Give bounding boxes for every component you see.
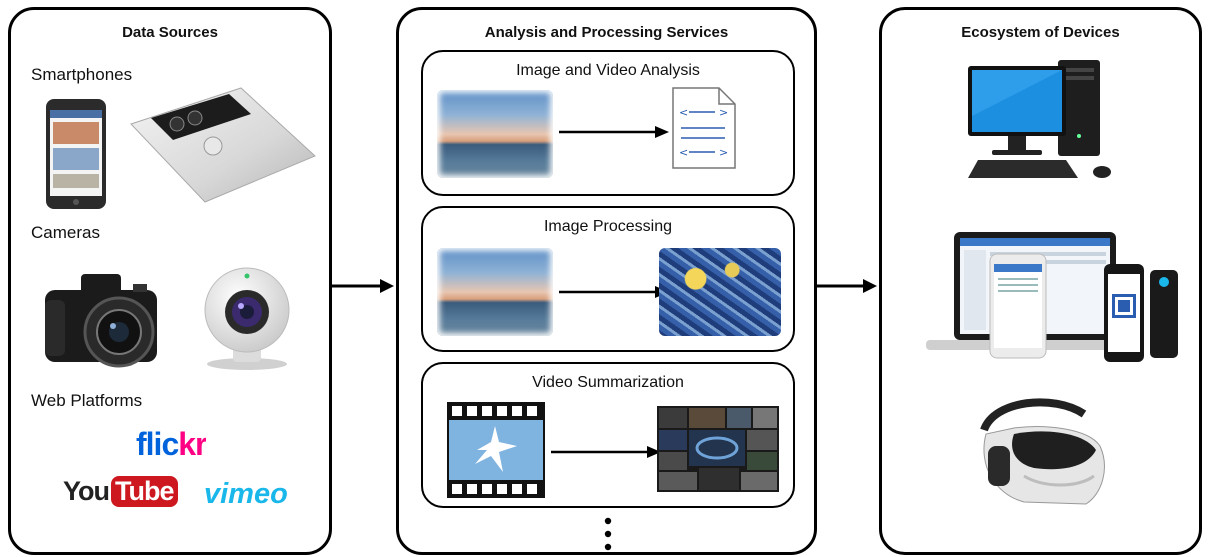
svg-text:<: < xyxy=(679,146,688,159)
svg-text:<: < xyxy=(679,106,688,119)
image-processing-box: Image Processing xyxy=(421,206,795,352)
flickr-logo: flickr xyxy=(136,426,207,463)
smartphone-back-icon xyxy=(130,87,316,203)
svg-text:>: > xyxy=(719,106,728,119)
webcam-icon xyxy=(204,267,290,370)
youtube-logo: You Tube xyxy=(63,476,178,507)
devices-panel: Ecosystem of Devices xyxy=(879,7,1202,555)
youtube-logo-tube: Tube xyxy=(111,476,178,507)
image-video-analysis-label: Image and Video Analysis xyxy=(516,62,700,79)
data-sources-title: Data Sources xyxy=(122,24,218,41)
sunset-photo-icon xyxy=(437,248,553,336)
flickr-logo-text: flickr xyxy=(136,426,207,462)
processing-arrow-icon xyxy=(559,286,669,298)
stylized-painting-icon xyxy=(659,248,781,336)
services-panel: Analysis and Processing Services Image a… xyxy=(396,7,817,555)
web-platforms-label: Web Platforms xyxy=(31,391,143,410)
laptop-and-mobile-devices-icon xyxy=(926,232,1178,362)
summary-arrow-icon xyxy=(551,446,661,458)
video-keyframes-collage-icon xyxy=(657,406,779,492)
desktop-computer-icon xyxy=(968,60,1111,178)
sunset-photo-icon xyxy=(437,90,553,178)
smartphone-front-icon xyxy=(46,99,106,209)
metadata-document-icon: < > < > xyxy=(672,87,736,169)
vimeo-logo-text: vimeo xyxy=(204,478,288,510)
cameras-label: Cameras xyxy=(31,223,100,242)
more-services-ellipsis-icon xyxy=(604,517,612,551)
image-processing-label: Image Processing xyxy=(543,218,673,235)
analysis-arrow-icon xyxy=(559,126,669,138)
video-summarization-box: Video Summarization xyxy=(421,362,795,508)
arrow-to-devices-icon xyxy=(817,279,877,293)
arrow-to-services-icon xyxy=(332,279,394,293)
devices-title: Ecosystem of Devices xyxy=(961,24,1120,41)
vr-headset-icon xyxy=(980,398,1105,505)
image-video-analysis-box: Image and Video Analysis < > < > xyxy=(421,50,795,196)
vimeo-logo: vimeo xyxy=(204,478,288,511)
smartphones-label: Smartphones xyxy=(31,65,133,84)
data-sources-panel: Data Sources Smartphones Cameras xyxy=(8,7,332,555)
services-title: Analysis and Processing Services xyxy=(484,24,729,41)
video-summarization-label: Video Summarization xyxy=(532,374,684,391)
dslr-camera-icon xyxy=(45,274,157,368)
youtube-logo-you: You xyxy=(63,476,110,506)
film-strip-icon xyxy=(447,402,545,498)
svg-text:>: > xyxy=(719,146,728,159)
